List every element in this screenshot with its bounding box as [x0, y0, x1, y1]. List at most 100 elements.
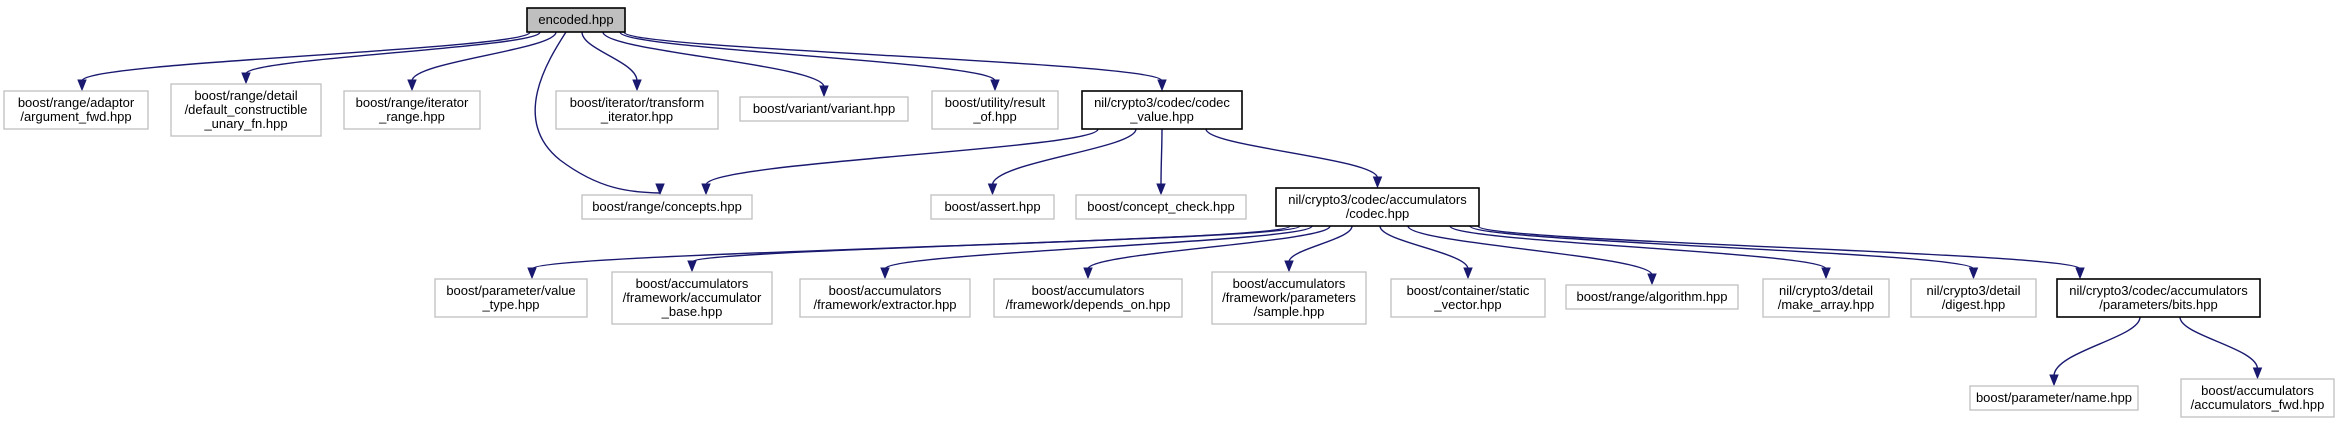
edge-encoded-to-variant: [602, 31, 829, 98]
edge-encoded-to-result_of: [619, 31, 1000, 92]
edge-encoded-to-argument_fwd: [77, 31, 531, 92]
edge-acc_codec-to-sample: [1284, 225, 1353, 273]
edge-encoded-to-iterator_range: [407, 31, 557, 92]
node-label-line: /sample.hpp: [1254, 304, 1325, 319]
node-label-line: boost/container/static: [1407, 283, 1530, 298]
node-concepts[interactable]: boost/range/concepts.hpp: [581, 194, 753, 220]
edge-acc_codec-to-static_vector: [1379, 225, 1473, 280]
edge-acc_codec-to-bits: [1477, 225, 2085, 280]
node-label-line: boost/iterator/transform: [570, 95, 704, 110]
node-label-line: boost/concept_check.hpp: [1087, 199, 1234, 214]
node-label-line: /make_array.hpp: [1778, 297, 1875, 312]
node-accumulator-base[interactable]: boost/accumulators/framework/accumulator…: [611, 271, 773, 325]
node-digest[interactable]: nil/crypto3/detail/digest.hpp: [1910, 278, 2037, 318]
node-label-line: /accumulators_fwd.hpp: [2191, 397, 2325, 412]
arrowhead-icon: [1157, 79, 1167, 92]
node-label-line: _vector.hpp: [1433, 297, 1501, 312]
arrowhead-icon: [1156, 183, 1166, 196]
node-codec-value[interactable]: nil/crypto3/codec/codec_value.hpp: [1081, 90, 1243, 130]
node-label-line: nil/crypto3/codec/codec: [1094, 95, 1230, 110]
node-label-line: /framework/extractor.hpp: [813, 297, 956, 312]
arrowhead-icon: [241, 72, 251, 85]
arrowhead-icon: [2252, 367, 2263, 380]
node-concept-check[interactable]: boost/concept_check.hpp: [1075, 194, 1247, 220]
node-label-line: /framework/accumulator: [623, 290, 762, 305]
arrowhead-icon: [1821, 267, 1831, 280]
edge-acc_codec-to-algorithm: [1407, 225, 1657, 286]
node-label-line: /default_constructible: [185, 102, 308, 117]
node-label-line: boost/accumulators: [2201, 383, 2314, 398]
edges-layer: [77, 31, 2263, 387]
node-label-line: _type.hpp: [481, 297, 539, 312]
node-iterator-range[interactable]: boost/range/iterator_range.hpp: [343, 90, 481, 130]
arrowhead-icon: [1968, 267, 1979, 280]
node-label-line: nil/crypto3/detail: [1927, 283, 2021, 298]
edge-acc_codec-to-make_array: [1449, 225, 1831, 280]
node-label-line: boost/range/algorithm.hpp: [1576, 289, 1727, 304]
edge-encoded-to-transform_iterator: [581, 31, 642, 92]
node-label-line: boost/range/iterator: [356, 95, 469, 110]
node-name[interactable]: boost/parameter/name.hpp: [1969, 385, 2139, 411]
arrowhead-icon: [687, 260, 697, 273]
node-label-line: boost/utility/result: [945, 95, 1046, 110]
node-acc-codec[interactable]: nil/crypto3/codec/accumulators/codec.hpp: [1275, 187, 1480, 227]
node-label-line: _value.hpp: [1129, 109, 1194, 124]
arrowhead-icon: [819, 85, 829, 98]
arrowhead-icon: [1647, 273, 1657, 286]
node-depends-on[interactable]: boost/accumulators/framework/depends_on.…: [993, 278, 1183, 318]
node-label-line: boost/range/adaptor: [18, 95, 135, 110]
node-default-constructible[interactable]: boost/range/detail/default_constructible…: [170, 83, 322, 137]
node-algorithm[interactable]: boost/range/algorithm.hpp: [1565, 284, 1739, 310]
node-make-array[interactable]: nil/crypto3/detail/make_array.hpp: [1762, 278, 1890, 318]
edge-acc_codec-to-value_type: [527, 225, 1291, 280]
node-extractor[interactable]: boost/accumulators/framework/extractor.h…: [799, 278, 971, 318]
node-result-of[interactable]: boost/utility/result_of.hpp: [931, 90, 1059, 130]
node-value-type[interactable]: boost/parameter/value_type.hpp: [434, 278, 588, 318]
node-label-line: /framework/parameters: [1222, 290, 1356, 305]
node-variant[interactable]: boost/variant/variant.hpp: [739, 96, 909, 122]
node-label-line: nil/crypto3/codec/accumulators: [2069, 283, 2248, 298]
node-assert[interactable]: boost/assert.hpp: [930, 194, 1055, 220]
node-label-line: nil/crypto3/codec/accumulators: [1288, 192, 1467, 207]
node-bits[interactable]: nil/crypto3/codec/accumulators/parameter…: [2056, 278, 2261, 318]
node-label-line: /argument_fwd.hpp: [20, 109, 131, 124]
arrowhead-icon: [407, 79, 417, 92]
arrowhead-icon: [987, 183, 998, 196]
node-accumulators-fwd[interactable]: boost/accumulators/accumulators_fwd.hpp: [2180, 378, 2335, 418]
node-argument-fwd[interactable]: boost/range/adaptor/argument_fwd.hpp: [3, 90, 149, 130]
node-label-line: /framework/depends_on.hpp: [1006, 297, 1171, 312]
node-label-line: /digest.hpp: [1942, 297, 2006, 312]
node-encoded[interactable]: encoded.hpp: [526, 7, 626, 33]
edge-encoded-to-concepts: [534, 31, 665, 196]
node-label-line: boost/parameter/name.hpp: [1976, 390, 2132, 405]
node-label-line: _iterator.hpp: [600, 109, 673, 124]
node-label-line: boost/variant/variant.hpp: [753, 101, 895, 116]
edge-bits-to-name: [2049, 316, 2141, 387]
node-transform-iterator[interactable]: boost/iterator/transform_iterator.hpp: [555, 90, 719, 130]
node-label-line: boost/range/detail: [194, 88, 297, 103]
edge-codec_value-to-concepts: [701, 128, 1099, 196]
node-sample[interactable]: boost/accumulators/framework/parameters/…: [1211, 271, 1367, 325]
node-label-line: _base.hpp: [661, 304, 723, 319]
edge-codec_value-to-assert: [987, 128, 1137, 196]
node-static-vector[interactable]: boost/container/static_vector.hpp: [1390, 278, 1546, 318]
arrowhead-icon: [632, 79, 642, 92]
node-label-line: boost/parameter/value: [446, 283, 575, 298]
node-label-line: nil/crypto3/detail: [1779, 283, 1873, 298]
edge-encoded-to-default_constructible: [241, 31, 541, 85]
node-label-line: _unary_fn.hpp: [203, 116, 287, 131]
arrowhead-icon: [77, 79, 87, 92]
node-label-line: boost/range/concepts.hpp: [592, 199, 742, 214]
arrowhead-icon: [2049, 374, 2059, 387]
edge-encoded-to-codec_value: [623, 31, 1167, 92]
edge-codec_value-to-acc_codec: [1205, 128, 1383, 189]
arrowhead-icon: [990, 79, 1000, 92]
arrowhead-icon: [701, 183, 711, 196]
edge-acc_codec-to-extractor: [880, 225, 1313, 280]
node-label-line: /parameters/bits.hpp: [2099, 297, 2218, 312]
node-label-line: boost/accumulators: [1032, 283, 1145, 298]
node-label-line: encoded.hpp: [538, 12, 613, 27]
arrowhead-icon: [1284, 260, 1294, 273]
arrowhead-icon: [880, 267, 890, 280]
node-label-line: boost/assert.hpp: [944, 199, 1040, 214]
